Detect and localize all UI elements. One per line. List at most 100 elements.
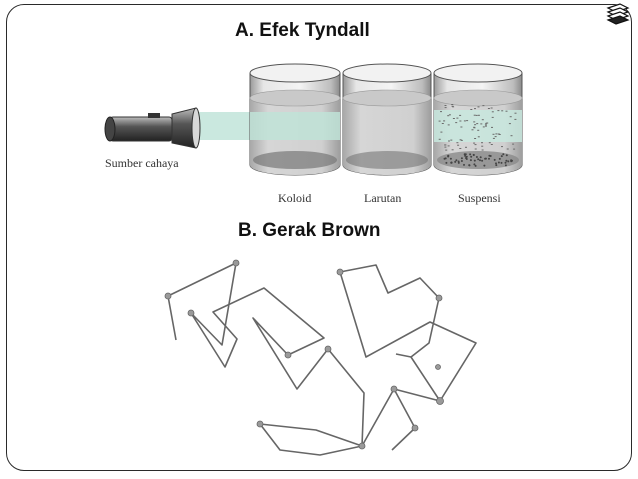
sediment-particle bbox=[510, 160, 513, 163]
sediment-particle bbox=[472, 154, 475, 156]
suspended-particle bbox=[441, 123, 444, 124]
suspended-particle bbox=[481, 119, 484, 121]
suspended-particle bbox=[491, 116, 494, 118]
suspended-particle bbox=[505, 110, 508, 112]
sediment-particle bbox=[484, 157, 487, 160]
sediment-particle bbox=[468, 164, 471, 167]
suspended-particle bbox=[514, 118, 517, 120]
sediment-particle bbox=[505, 154, 508, 157]
suspended-particle bbox=[448, 114, 451, 116]
suspended-particle bbox=[492, 133, 495, 135]
suspended-particle bbox=[482, 105, 485, 107]
suspended-particle bbox=[495, 133, 498, 135]
suspended-particle bbox=[466, 120, 469, 122]
suspended-particle bbox=[474, 108, 476, 110]
sediment-particle bbox=[470, 155, 473, 158]
sediment-particle bbox=[495, 164, 498, 167]
suspensi-beaker bbox=[433, 63, 523, 176]
suspended-particle bbox=[506, 148, 509, 150]
suspended-particle bbox=[485, 125, 487, 127]
larutan-label: Larutan bbox=[364, 191, 402, 205]
suspended-particle bbox=[440, 131, 443, 133]
suspended-particle bbox=[450, 139, 453, 141]
suspended-particle bbox=[492, 137, 495, 139]
suspended-particle bbox=[474, 124, 477, 126]
suspended-particle bbox=[451, 149, 454, 151]
suspended-particle bbox=[459, 114, 462, 116]
suspended-particle bbox=[474, 144, 477, 146]
sediment-particle bbox=[454, 160, 457, 163]
suspended-particle bbox=[480, 123, 483, 125]
suspended-particle bbox=[484, 124, 487, 126]
section-b-title: B. Gerak Brown bbox=[238, 220, 381, 241]
koloid-label: Koloid bbox=[278, 191, 312, 205]
suspended-particle bbox=[451, 104, 454, 105]
suspended-particle bbox=[509, 116, 512, 118]
suspended-particle bbox=[447, 145, 450, 147]
suspended-particle bbox=[447, 124, 450, 126]
suspended-particle bbox=[487, 108, 490, 109]
sediment-particle bbox=[493, 158, 496, 161]
suspended-particle bbox=[497, 110, 500, 112]
suspended-particle bbox=[444, 105, 447, 106]
suspended-particle bbox=[494, 136, 497, 138]
sediment-particle bbox=[443, 157, 446, 160]
sediment-particle bbox=[460, 160, 463, 162]
sediment-particle bbox=[450, 161, 453, 164]
sediment-particle bbox=[469, 159, 472, 162]
suspended-particle bbox=[448, 140, 450, 142]
sediment-particle bbox=[498, 157, 501, 160]
suspended-particle bbox=[474, 138, 477, 139]
sediment-particle bbox=[469, 153, 472, 156]
suspended-particle bbox=[444, 144, 447, 146]
suspended-particle bbox=[477, 136, 480, 138]
sediment-particle bbox=[497, 161, 500, 164]
suspended-particle bbox=[482, 126, 485, 128]
suspended-particle bbox=[459, 139, 462, 141]
sediment-particle bbox=[455, 159, 458, 162]
suspended-particle bbox=[488, 142, 491, 144]
sediment-particle bbox=[504, 161, 507, 164]
suspended-particle bbox=[470, 109, 473, 110]
suspended-particle bbox=[513, 148, 516, 150]
sediment-particle bbox=[475, 156, 478, 158]
suspended-particle bbox=[440, 111, 442, 113]
suspended-particle bbox=[460, 139, 463, 141]
suspended-particle bbox=[474, 148, 477, 150]
suspended-particle bbox=[508, 123, 511, 125]
sediment-particle bbox=[495, 162, 497, 165]
sediment-particle bbox=[457, 160, 460, 163]
sediment-particle bbox=[463, 163, 465, 166]
suspended-particle bbox=[444, 146, 447, 148]
suspended-particle bbox=[465, 146, 467, 148]
suspended-particle bbox=[452, 106, 455, 108]
suspended-particle bbox=[438, 120, 441, 122]
light-source-label: Sumber cahaya bbox=[105, 156, 179, 170]
flashlight-icon bbox=[104, 107, 201, 149]
suspended-particle bbox=[460, 126, 463, 128]
sediment-particle bbox=[505, 159, 508, 162]
suspended-particle bbox=[490, 144, 493, 145]
suspended-particle bbox=[501, 146, 503, 148]
suspended-particle bbox=[481, 149, 484, 151]
suspended-particle bbox=[451, 105, 454, 107]
suspended-particle bbox=[512, 143, 515, 145]
suspended-particle bbox=[477, 129, 480, 131]
suspended-particle bbox=[438, 138, 441, 140]
suspended-particle bbox=[473, 121, 476, 123]
suspended-particle bbox=[456, 142, 459, 144]
suspended-particle bbox=[486, 122, 489, 124]
sediment-particle bbox=[474, 164, 477, 167]
section-a-title: A. Efek Tyndall bbox=[235, 20, 370, 41]
sediment-particle bbox=[445, 161, 448, 164]
suspended-particle bbox=[477, 106, 480, 108]
suspended-particle bbox=[476, 123, 479, 125]
sediment-particle bbox=[465, 157, 467, 159]
suspended-particle bbox=[456, 117, 459, 119]
slide-frame bbox=[6, 4, 632, 471]
suspended-particle bbox=[444, 107, 447, 109]
sediment-particle bbox=[447, 154, 450, 157]
suspended-particle bbox=[443, 120, 446, 122]
sediment-particle bbox=[479, 159, 481, 162]
